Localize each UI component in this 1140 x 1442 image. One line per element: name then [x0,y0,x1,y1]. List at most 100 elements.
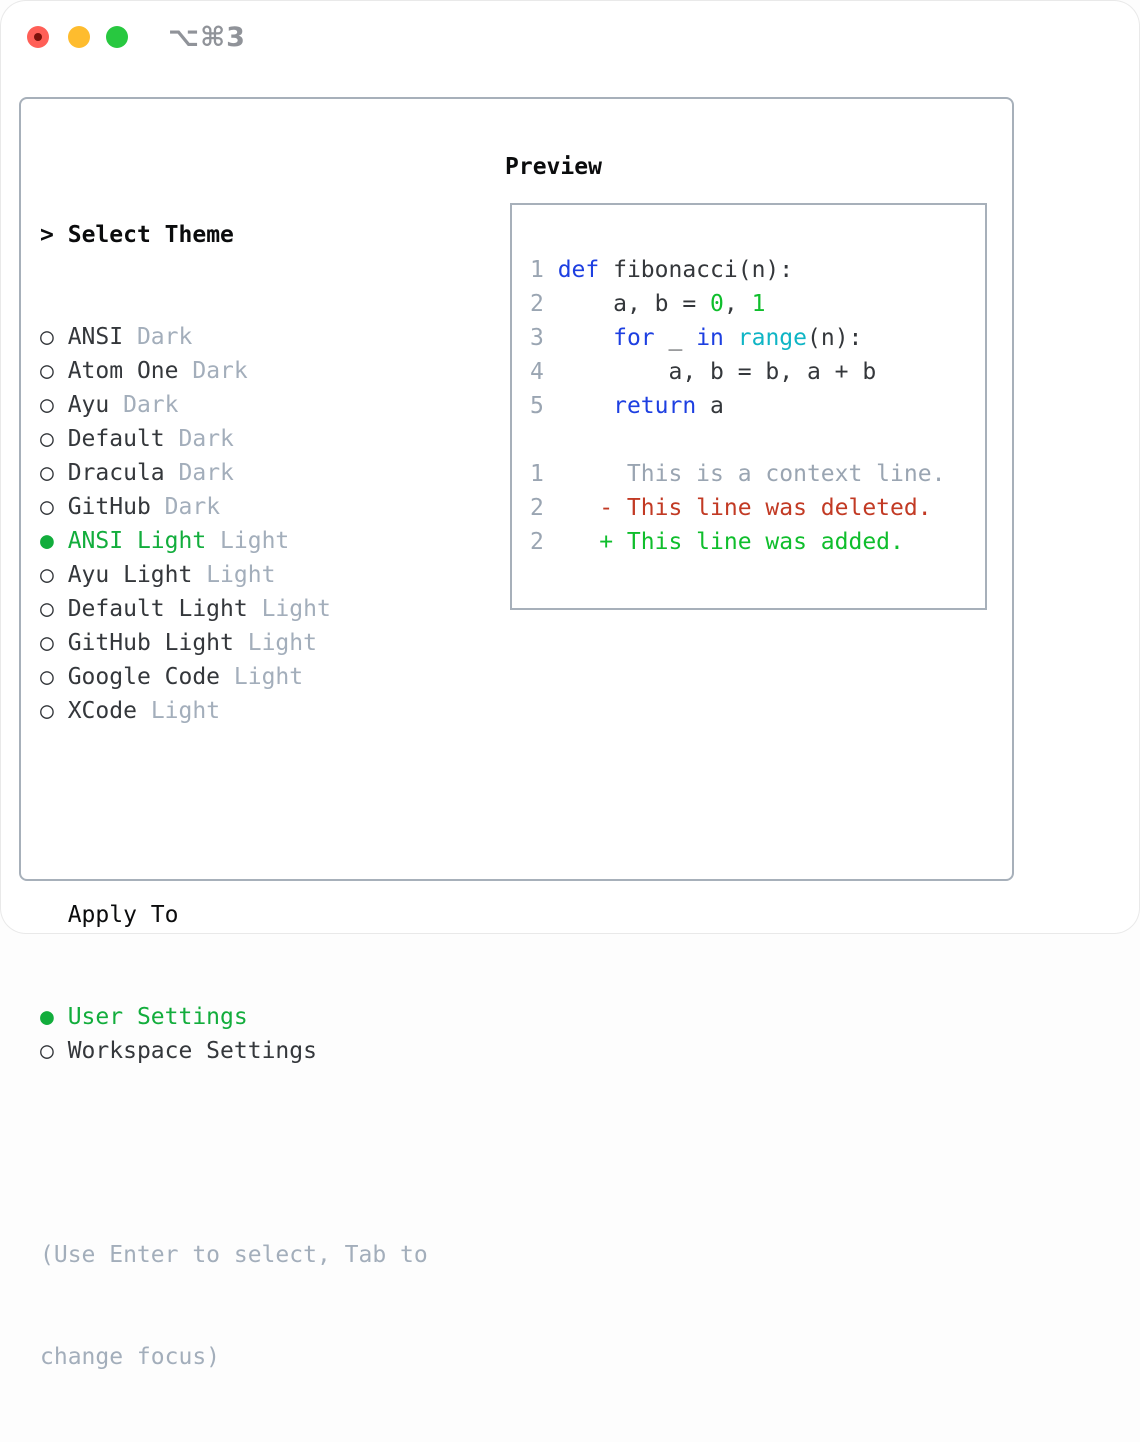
code-line: 5 return a [530,389,985,423]
code-token: _ [655,325,697,351]
theme-name: ANSI [68,324,123,350]
code-line: 3 for _ in range(n): [530,321,985,355]
code-token: (n): [807,325,862,351]
theme-item[interactable]: ○ Ayu Light Light [40,558,428,592]
titlebar: ⌥⌘3 [0,0,1140,74]
theme-variant-tag: Dark [192,358,247,384]
radio-icon: ○ [40,354,54,388]
help-text-line-2: change focus) [40,1340,428,1374]
code-token: a, b = b, a + b [558,359,877,385]
theme-item[interactable]: ○ GitHub Dark [40,490,428,524]
diff-line-deleted: 2 - This line was deleted. [530,491,985,525]
radio-icon: ○ [40,626,54,660]
code-token: for [613,325,655,351]
preview-title: Preview [505,150,602,184]
theme-item[interactable]: ○ XCode Light [40,694,428,728]
help-text-line-1: (Use Enter to select, Tab to [40,1238,428,1272]
close-button[interactable] [27,26,49,48]
main-panel: > Select Theme ○ ANSI Dark○ Atom One Dar… [19,97,1014,881]
theme-item[interactable]: ○ ANSI Dark [40,320,428,354]
theme-list-title: Select Theme [68,222,234,248]
code-token: 1 [752,291,766,317]
theme-variant-tag: Light [262,596,331,622]
radio-icon: ○ [40,660,54,694]
theme-name: Ayu Light [68,562,193,588]
code-token: , [724,291,752,317]
line-number: 3 [530,321,544,355]
theme-list-header: > Select Theme [40,218,428,252]
code-line: 1 def fibonacci(n): [530,253,985,287]
minimize-button[interactable] [68,26,90,48]
theme-item[interactable]: ○ Google Code Light [40,660,428,694]
code-token: a, b = [558,291,710,317]
code-token [724,325,738,351]
theme-item[interactable]: ● ANSI Light Light [40,524,428,558]
spacer [40,1136,428,1170]
theme-item[interactable]: ○ Default Dark [40,422,428,456]
spacer [530,423,985,457]
theme-name: Dracula [68,460,165,486]
code-token: fibonacci(n): [599,257,793,283]
preview-diff: 1 This is a context line.2 - This line w… [530,457,985,559]
theme-name: GitHub [68,494,151,520]
focus-caret-icon: > [40,222,54,248]
radio-icon: ○ [40,558,54,592]
zoom-button[interactable] [106,26,128,48]
code-token: 0 [710,291,724,317]
radio-icon: ○ [40,694,54,728]
theme-name: XCode [68,698,137,724]
apply-to-list: ● User Settings○ Workspace Settings [40,1000,428,1068]
diff-text: This is a context line. [599,461,945,487]
line-number: 4 [530,355,544,389]
app-window: ⌥⌘3 > Select Theme ○ ANSI Dark○ Atom One… [0,0,1140,934]
theme-list: ○ ANSI Dark○ Atom One Dark○ Ayu Dark○ De… [40,320,428,728]
theme-variant-tag: Dark [165,494,220,520]
line-number: 1 [530,457,544,491]
theme-name: GitHub Light [68,630,234,656]
theme-item[interactable]: ○ Atom One Dark [40,354,428,388]
code-line: 2 a, b = 0, 1 [530,287,985,321]
theme-item[interactable]: ○ Ayu Dark [40,388,428,422]
theme-variant-tag: Dark [137,324,192,350]
line-number: 2 [530,287,544,321]
apply-to-option[interactable]: ● User Settings [40,1000,428,1034]
apply-to-label: Apply To [40,898,428,932]
radio-selected-icon: ● [40,1000,54,1034]
line-number: 2 [530,491,544,525]
code-token: in [696,325,724,351]
diff-line-context: 1 This is a context line. [530,457,985,491]
theme-name: Google Code [68,664,220,690]
theme-item[interactable]: ○ Default Light Light [40,592,428,626]
theme-name: Ayu [68,392,110,418]
radio-selected-icon: ● [40,524,54,558]
theme-variant-tag: Light [220,528,289,554]
theme-variant-tag: Light [234,664,303,690]
radio-icon: ○ [40,456,54,490]
radio-icon: ○ [40,490,54,524]
theme-name: ANSI Light [68,528,206,554]
radio-icon: ○ [40,320,54,354]
radio-icon: ○ [40,422,54,456]
radio-icon: ○ [40,388,54,422]
code-token [558,393,613,419]
theme-variant-tag: Light [206,562,275,588]
theme-variant-tag: Light [248,630,317,656]
apply-to-name: Workspace Settings [68,1038,317,1064]
spacer [40,796,428,830]
diff-line-added: 2 + This line was added. [530,525,985,559]
theme-item[interactable]: ○ Dracula Dark [40,456,428,490]
theme-selector: > Select Theme ○ ANSI Dark○ Atom One Dar… [40,150,428,1442]
line-number: 5 [530,389,544,423]
line-number: 1 [530,253,544,287]
radio-icon: ○ [40,592,54,626]
theme-item[interactable]: ○ GitHub Light Light [40,626,428,660]
code-token [558,325,613,351]
line-number: 2 [530,525,544,559]
code-token: def [558,257,600,283]
theme-name: Default Light [68,596,248,622]
apply-to-option[interactable]: ○ Workspace Settings [40,1034,428,1068]
theme-variant-tag: Dark [123,392,178,418]
code-token: a [696,393,724,419]
